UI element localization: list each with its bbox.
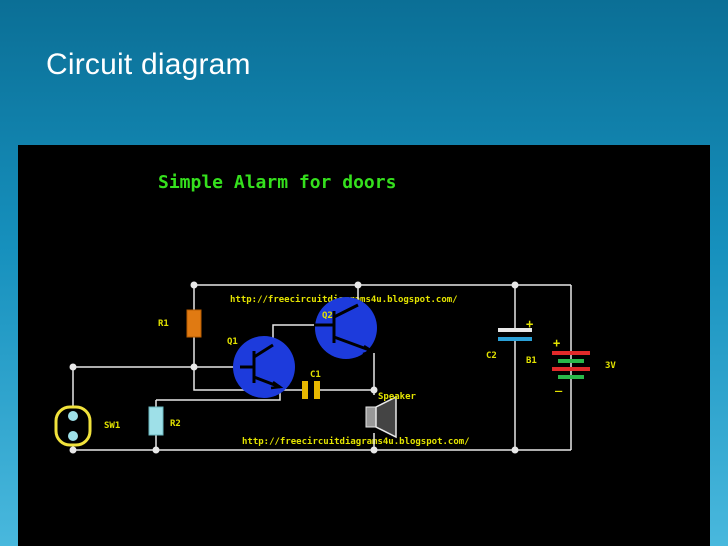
junction-dot (511, 281, 519, 289)
label-r1: R1 (158, 319, 169, 329)
switch-contact (68, 411, 78, 421)
capacitor-c2 (498, 328, 532, 341)
junction-dot (190, 363, 198, 371)
circuit-diagram: Simple Alarm for doors http://freecircui… (18, 145, 710, 546)
junction-dot (511, 446, 519, 454)
junction-dots (69, 281, 519, 454)
battery-b1 (552, 351, 590, 379)
label-r2: R2 (170, 419, 181, 429)
diagram-title: Simple Alarm for doors (158, 172, 396, 193)
speaker-icon (365, 395, 397, 439)
label-speaker: Speaker (378, 392, 417, 402)
junction-dot (370, 386, 378, 394)
junction-dot (69, 446, 77, 454)
capacitor-c1 (302, 381, 320, 399)
junction-dot (354, 281, 362, 289)
wires (72, 284, 572, 451)
label-minus-b1: _ (555, 378, 563, 393)
label-q1: Q1 (227, 337, 238, 347)
label-plus-b1: + (553, 336, 560, 350)
junction-dot (69, 363, 77, 371)
junction-dot (370, 446, 378, 454)
url-bottom: http://freecircuitdiagrams4u.blogspot.co… (242, 436, 470, 447)
label-q2: Q2 (322, 311, 333, 321)
switch-contact (68, 431, 78, 441)
label-plus-c2: + (526, 317, 533, 331)
slide-title: Circuit diagram (46, 48, 251, 81)
resistor-r2 (148, 406, 164, 436)
label-c1: C1 (310, 370, 321, 380)
label-sw1: SW1 (104, 421, 120, 431)
label-c2: C2 (486, 351, 497, 361)
transistor-q1 (233, 336, 295, 398)
resistor-r1 (186, 309, 202, 338)
junction-dot (152, 446, 160, 454)
transistor-q2 (314, 297, 377, 359)
label-b1: B1 (526, 356, 537, 366)
label-voltage: 3V (605, 361, 616, 371)
switch-sw1 (54, 405, 92, 447)
junction-dot (190, 281, 198, 289)
